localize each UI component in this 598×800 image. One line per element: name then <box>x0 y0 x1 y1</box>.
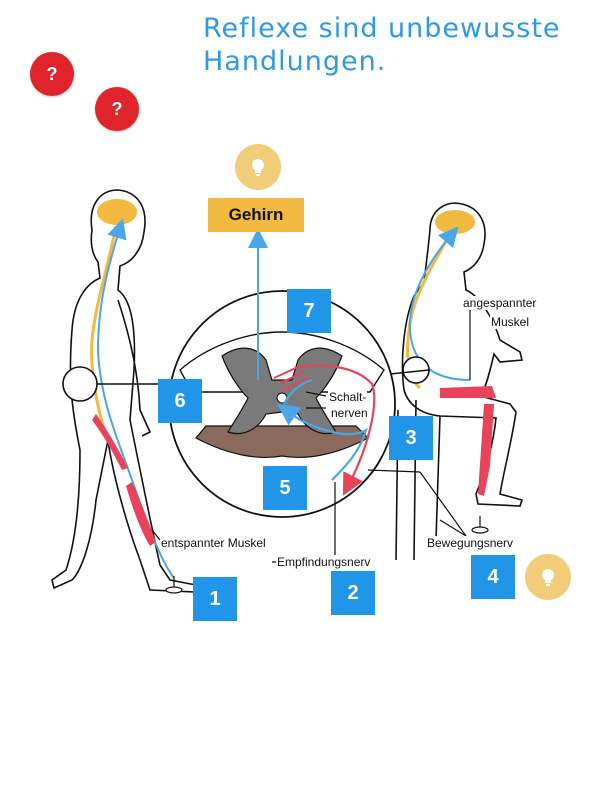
walking-figure <box>51 189 197 593</box>
muscle-right-thigh <box>440 386 496 398</box>
step-1[interactable]: 1 <box>193 577 237 621</box>
label-angespannter-line1: angespannter <box>462 296 538 310</box>
stimulus-pin-right <box>471 516 489 534</box>
brain-right <box>435 210 475 234</box>
question-badge-2[interactable]: ? <box>95 87 139 131</box>
motor-horn-fibers <box>273 365 309 391</box>
sensory-right <box>408 226 471 381</box>
hint-badge-top[interactable] <box>235 144 281 190</box>
muscle-left-calf <box>126 482 156 546</box>
sensory-arc <box>277 403 368 481</box>
question-icon: ? <box>46 63 58 84</box>
motor-arc <box>295 364 376 496</box>
step-3[interactable]: 3 <box>389 416 433 460</box>
label-empfindungsnerv: Empfindungsnerv <box>276 555 372 569</box>
spine-left <box>90 225 118 431</box>
step-5[interactable]: 5 <box>263 466 307 510</box>
label-schalt-line1: Schalt- <box>328 390 368 404</box>
question-badge-1[interactable]: ? <box>30 52 74 96</box>
label-angespannter-line2: Muskel <box>490 315 531 329</box>
lightbulb-icon <box>252 159 264 176</box>
step-7[interactable]: 7 <box>287 289 331 333</box>
stimulus-pin-left <box>165 576 183 594</box>
question-icon: ? <box>111 98 123 119</box>
step-2[interactable]: 2 <box>331 571 375 615</box>
lightbulb-icon <box>542 569 554 586</box>
interneuron-path <box>283 379 313 405</box>
label-schalt-line2: nerven <box>330 406 369 420</box>
step-6[interactable]: 6 <box>158 379 202 423</box>
label-entspannter-muskel: entspannter Muskel <box>160 536 267 550</box>
label-bewegungsnerv: Bewegungsnerv <box>426 536 515 550</box>
brain-label: Gehirn <box>208 198 304 232</box>
muscle-left-thigh <box>92 414 128 470</box>
page-title: Reflexe sind unbewusste Handlungen. <box>203 13 561 77</box>
detail-circle-left <box>62 366 98 402</box>
brain-left <box>97 199 137 225</box>
spinal-cord-section <box>179 331 385 458</box>
muscle-right-calf <box>478 404 494 496</box>
hint-badge-bottom[interactable] <box>525 554 571 600</box>
step-4[interactable]: 4 <box>471 555 515 599</box>
